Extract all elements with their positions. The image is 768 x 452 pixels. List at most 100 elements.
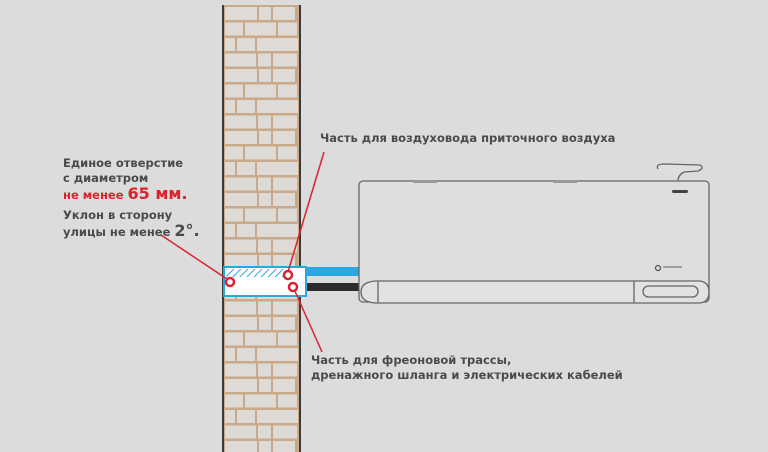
brick [258,115,271,129]
brick [258,53,271,67]
brick [245,394,276,408]
brick [259,379,271,392]
brick [273,441,295,452]
brick [225,255,257,268]
brick [225,239,256,253]
slope-value: 2°. [174,221,200,240]
brick [273,317,295,330]
note-line-2: с диаметром [63,171,149,185]
brick [273,177,297,191]
brick [257,410,298,423]
brick [258,177,271,191]
brick [225,177,256,191]
brick [245,84,276,98]
brick [225,84,243,98]
brick [259,317,271,330]
slope-label: улицы не менее [63,225,175,239]
brick [225,100,235,113]
brick [225,146,243,160]
brick [225,317,257,330]
brick [225,69,257,82]
air-duct-pipe [300,267,362,276]
brick-wall [223,5,300,452]
brick [273,363,297,377]
freon-label-line-2: дренажного шланга и электрических кабеле… [311,368,623,382]
note-line-5: улицы не менее 2°. [63,223,200,240]
brick [258,363,271,377]
brick [273,69,295,82]
air-duct-marker [282,269,294,281]
brick [259,255,271,268]
brick [273,193,295,206]
diameter-value: 65 мм. [127,184,188,203]
brick [278,394,297,408]
min-label: не менее [63,188,128,202]
brick [257,348,298,361]
brick [278,208,297,222]
brick [257,38,298,51]
brick [237,224,255,237]
brick [225,115,256,129]
brick [237,38,255,51]
brick [278,84,297,98]
brick [273,379,295,392]
brick [225,301,256,315]
brick [225,348,235,361]
brick [257,100,298,113]
brick [257,162,298,175]
brick [225,363,256,377]
brick [225,410,235,423]
indoor-ac-unit [358,163,710,304]
freon-label: Часть для фреоновой трассы, дренажного ш… [311,353,623,383]
brick [258,425,271,439]
freon-marker [287,281,299,293]
leader-lines [160,151,325,353]
brick [259,131,271,144]
brick [278,332,297,346]
brick [258,301,271,315]
brick [273,239,297,253]
freon-cable-pipe [300,283,362,291]
brick [237,162,255,175]
brick [237,410,255,423]
brick [225,7,257,20]
brick [245,22,276,36]
brick [225,394,243,408]
brick [225,53,256,67]
brick [225,441,257,452]
brick [225,425,256,439]
brick [273,425,297,439]
brick [259,7,271,20]
brick [245,208,276,222]
brick [225,224,235,237]
left-note: Единое отверстие с диаметром не менее 65… [63,156,200,240]
brick [245,332,276,346]
brick [257,224,298,237]
brick [273,53,297,67]
brick [225,332,243,346]
brick [273,131,295,144]
note-line-1: Единое отверстие [63,156,184,170]
brick [278,146,297,160]
brick [278,22,297,36]
brick [225,379,257,392]
brick [237,100,255,113]
brick [273,301,297,315]
brick [273,7,295,20]
brick [225,208,243,222]
brick [258,239,271,253]
brick [225,22,243,36]
freon-label-line-1: Часть для фреоновой трассы, [311,353,512,367]
note-line-3: не менее 65 мм. [63,186,200,203]
hole-marker [224,276,236,288]
brick [273,115,297,129]
brick [225,38,235,51]
air-duct-label: Часть для воздуховода приточного воздуха [320,131,616,145]
brick [259,441,271,452]
brick [225,162,235,175]
brick [259,193,271,206]
note-line-4: Уклон в сторону [63,208,173,222]
brick [259,69,271,82]
brick [225,131,257,144]
